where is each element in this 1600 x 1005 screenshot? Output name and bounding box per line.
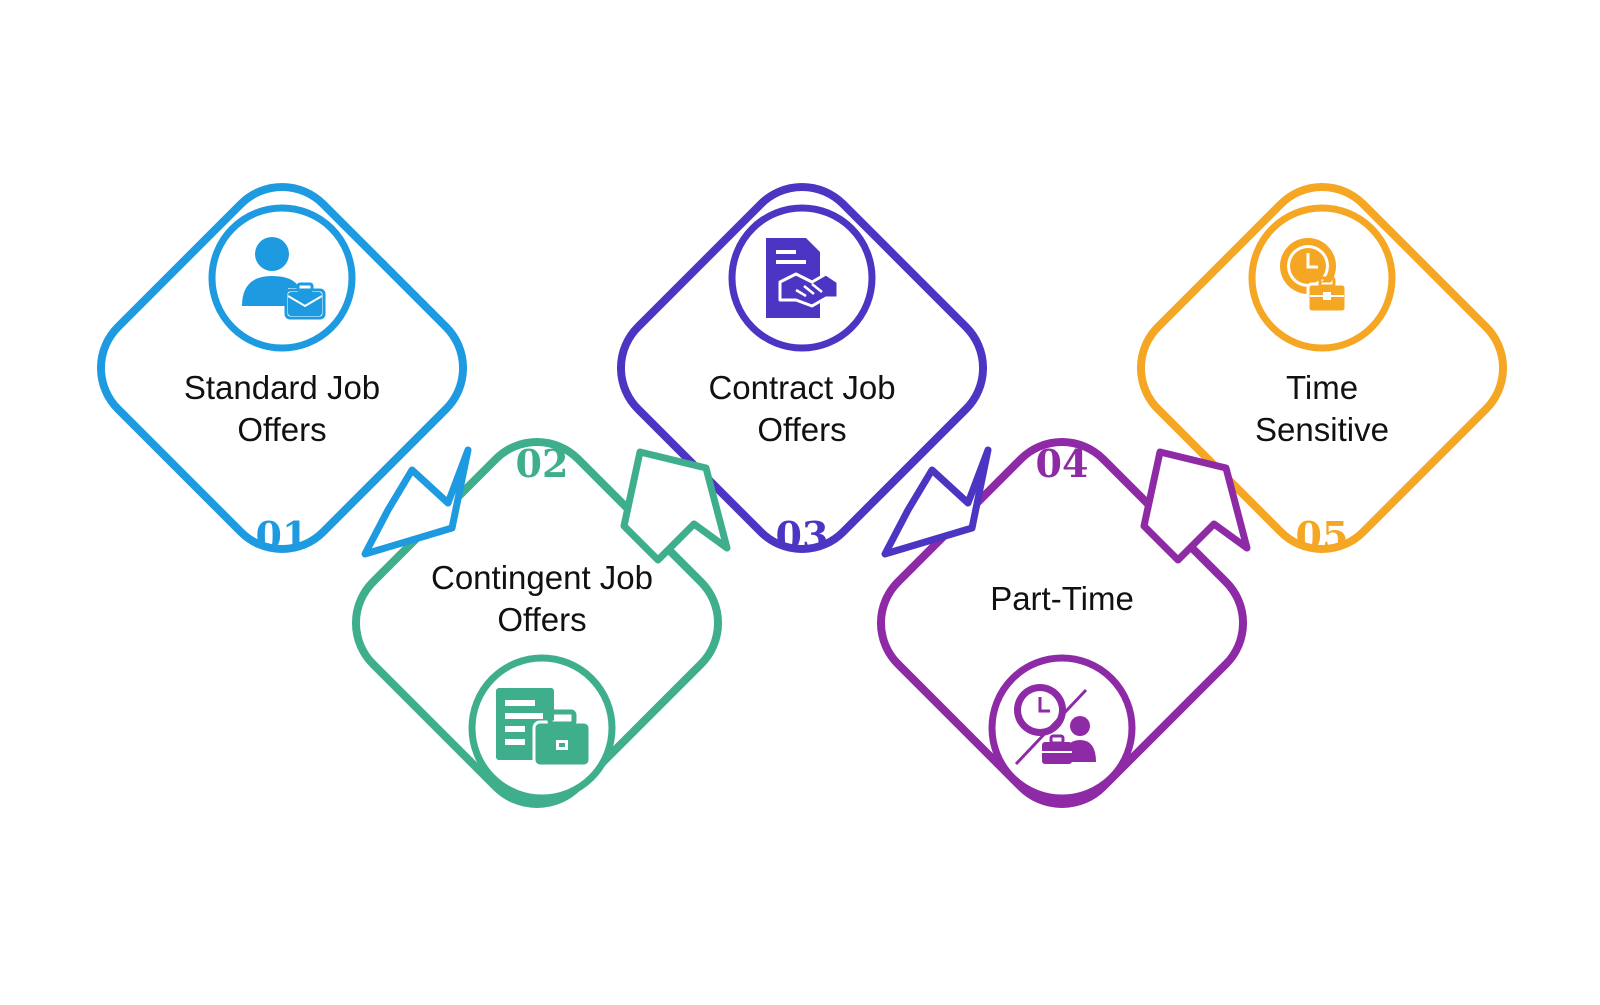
- clock-briefcase-icon: [1280, 238, 1348, 314]
- step-4-title: Part-Time: [912, 578, 1212, 620]
- step-1-number: 01: [255, 513, 309, 558]
- step-1-title: Standard Job Offers: [132, 367, 432, 451]
- step-3-title-line-1: Contract Job: [708, 369, 896, 406]
- step-5-title: Time Sensitive: [1172, 367, 1472, 451]
- step-2-title-line-1: Contingent Job: [431, 559, 653, 596]
- step-2-title: Contingent Job Offers: [392, 557, 692, 641]
- step-2-number: 02: [515, 441, 569, 486]
- step-1-diamond: [96, 182, 468, 554]
- clock-person-briefcase-icon: [1014, 684, 1096, 766]
- arrow-2-to-3: [620, 448, 731, 564]
- contract-handshake-icon: [766, 238, 840, 318]
- step-4-title-line-1: Part-Time: [990, 580, 1134, 617]
- step-3-number: 03: [775, 513, 829, 558]
- step-4-number: 04: [1035, 441, 1089, 486]
- person-briefcase-icon: [242, 237, 326, 320]
- document-briefcase-icon: [496, 688, 592, 768]
- arrow-4-to-5: [1140, 448, 1251, 564]
- step-3-title-line-2: Offers: [757, 411, 847, 448]
- step-2-title-line-2: Offers: [497, 601, 587, 638]
- step-1-title-line-2: Offers: [237, 411, 327, 448]
- step-5-title-line-1: Time: [1285, 369, 1359, 406]
- arrow-3-to-4: [881, 446, 992, 558]
- step-4-icon-circle: [988, 654, 1136, 802]
- step-3-title: Contract Job Offers: [652, 367, 952, 451]
- step-1-title-line-1: Standard Job: [183, 369, 381, 406]
- step-5-title-line-2: Sensitive: [1255, 411, 1389, 448]
- step-5-number: 05: [1295, 513, 1349, 558]
- arrow-1-to-2: [361, 446, 472, 558]
